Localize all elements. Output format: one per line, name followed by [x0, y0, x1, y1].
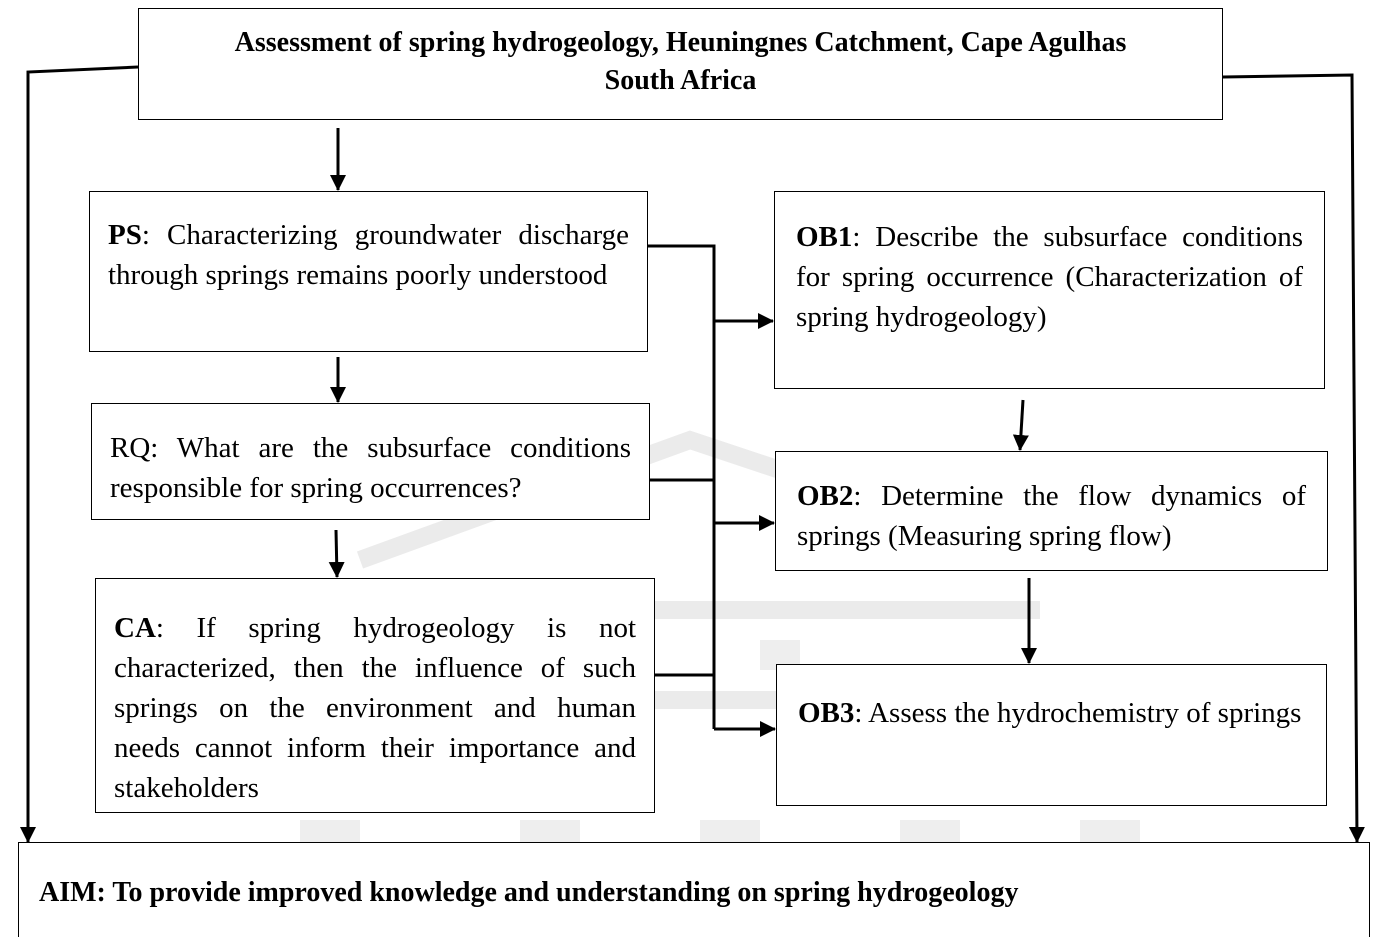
ca-text: : If spring hydrogeology is not characte… — [114, 612, 636, 804]
ob1-label: OB1 — [796, 221, 853, 253]
outer-left-connector — [20, 65, 139, 843]
conceptual-argument-box: CA: If spring hydrogeology is not charac… — [95, 578, 655, 813]
rq-to-ca-arrow — [328, 529, 345, 578]
title-box: Assessment of spring hydrogeology, Heuni… — [138, 8, 1223, 120]
ps-to-bus — [648, 244, 716, 729]
objective-1-box: OB1: Describe the subsurface conditions … — [774, 191, 1325, 389]
ob1-to-ob2-arrow — [1012, 399, 1029, 451]
rq-text: RQ: What are the subsurface conditions r… — [110, 432, 631, 504]
ca-label: CA — [114, 612, 156, 644]
research-question-box: RQ: What are the subsurface conditions r… — [91, 403, 650, 520]
aim-box: AIM: To provide improved knowledge and u… — [18, 842, 1370, 937]
ob2-label: OB2 — [797, 480, 854, 512]
title-line-1: Assessment of spring hydrogeology, Heuni… — [234, 27, 1127, 58]
ps-text: : Characterizing groundwater discharge t… — [108, 219, 629, 291]
ob2-text: : Determine the flow dynamics of springs… — [797, 480, 1306, 552]
ob3-label: OB3 — [798, 697, 855, 729]
aim-text: AIM: To provide improved knowledge and u… — [39, 877, 1019, 908]
ob1-text: : Describe the subsurface conditions for… — [796, 221, 1303, 333]
problem-statement-box: PS: Characterizing groundwater discharge… — [89, 191, 648, 352]
ob3-text: : Assess the hydrochemistry of springs — [854, 697, 1302, 729]
ps-label: PS — [108, 219, 142, 251]
objective-3-box: OB3: Assess the hydrochemistry of spring… — [776, 664, 1327, 806]
objective-2-box: OB2: Determine the flow dynamics of spri… — [775, 451, 1328, 571]
title-line-2: South Africa — [604, 65, 757, 96]
outer-right-connector — [1222, 73, 1365, 843]
